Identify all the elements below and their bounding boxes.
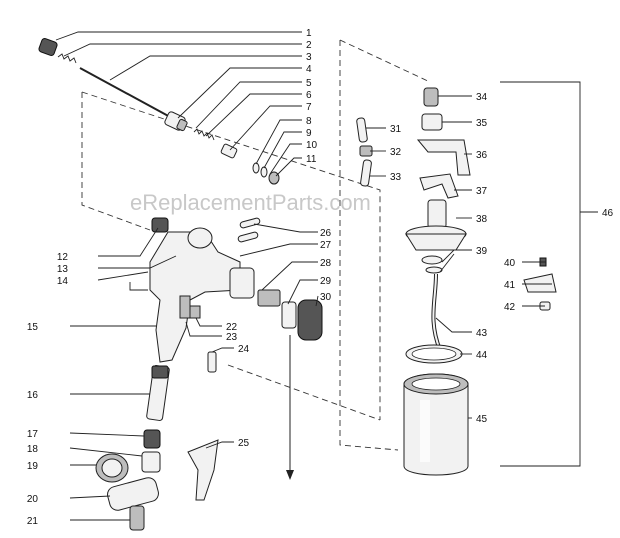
watermark-text: eReplacementParts.com: [130, 190, 371, 215]
part-valve-24: [207, 351, 217, 373]
callout-6: 6: [306, 90, 312, 101]
assembly-frame-right: [339, 39, 431, 451]
part-tubes-31-33: [356, 117, 373, 187]
callout-3: 3: [306, 52, 312, 63]
part-siphon-tube-43: [431, 273, 442, 351]
callout-37: 37: [476, 186, 488, 197]
callout-46: 46: [602, 208, 614, 219]
callout-15: 15: [27, 322, 39, 333]
callout-24: 24: [238, 344, 250, 355]
callout-21: 21: [27, 516, 39, 527]
callout-10: 10: [306, 140, 318, 151]
callout-29: 29: [320, 276, 332, 287]
part-trigger-25: [187, 439, 219, 501]
callout-41: 41: [504, 280, 516, 291]
part-cup-45: [403, 373, 469, 476]
callout-38: 38: [476, 214, 488, 225]
callout-16: 16: [27, 390, 39, 401]
part-air-cap-28-30: [229, 267, 323, 341]
callout-27: 27: [320, 240, 332, 251]
callout-12: 12: [57, 252, 69, 263]
part-lid-38: [405, 199, 467, 251]
part-gasket-44: [405, 344, 463, 364]
part-spring-2: [57, 53, 77, 64]
part-regulator-19-21: [95, 453, 159, 531]
part-spring-5-7: [193, 128, 238, 159]
direction-arrow: [286, 335, 294, 480]
callout-40: 40: [504, 258, 516, 269]
leader-lines: [55, 31, 598, 521]
part-yoke-36-37: [416, 139, 471, 199]
callout-25: 25: [238, 438, 250, 449]
callout-17: 17: [27, 429, 39, 440]
part-gaskets-39: [421, 255, 443, 274]
part-fitting-17-18: [141, 429, 161, 473]
part-needle-3: [79, 67, 173, 119]
callout-20: 20: [27, 494, 39, 505]
callout-19: 19: [27, 461, 39, 472]
callout-5: 5: [306, 78, 312, 89]
callout-2: 2: [306, 40, 312, 51]
part-pins-26: [237, 217, 261, 243]
callout-labels: 1 2 3 4 5 6 7 8 9 10 11 12 13 14 15 16 1…: [27, 28, 614, 527]
callout-35: 35: [476, 118, 488, 129]
callout-31: 31: [390, 124, 402, 135]
part-nut-35: [421, 113, 443, 131]
callout-9: 9: [306, 128, 312, 139]
callout-39: 39: [476, 246, 488, 257]
callout-18: 18: [27, 444, 39, 455]
callout-43: 43: [476, 328, 488, 339]
callout-45: 45: [476, 414, 488, 425]
callout-44: 44: [476, 350, 488, 361]
part-knob-1: [38, 38, 58, 56]
part-packing-4: [164, 111, 188, 132]
callout-23: 23: [226, 332, 238, 343]
callout-28: 28: [320, 258, 332, 269]
callout-1: 1: [306, 28, 312, 39]
callout-36: 36: [476, 150, 488, 161]
callout-13: 13: [57, 264, 69, 275]
callout-4: 4: [306, 64, 312, 75]
part-valve-34: [423, 87, 439, 107]
callout-8: 8: [306, 116, 312, 127]
spray-gun-body: [149, 217, 241, 363]
callout-22: 22: [226, 322, 238, 333]
callout-11: 11: [306, 154, 317, 165]
callout-34: 34: [476, 92, 488, 103]
callout-32: 32: [390, 147, 402, 158]
callout-26: 26: [320, 228, 332, 239]
callout-42: 42: [504, 302, 516, 313]
callout-30: 30: [320, 292, 332, 303]
callout-7: 7: [306, 102, 312, 113]
callout-33: 33: [390, 172, 402, 183]
callout-14: 14: [57, 276, 69, 287]
part-handle-16: [146, 365, 170, 421]
